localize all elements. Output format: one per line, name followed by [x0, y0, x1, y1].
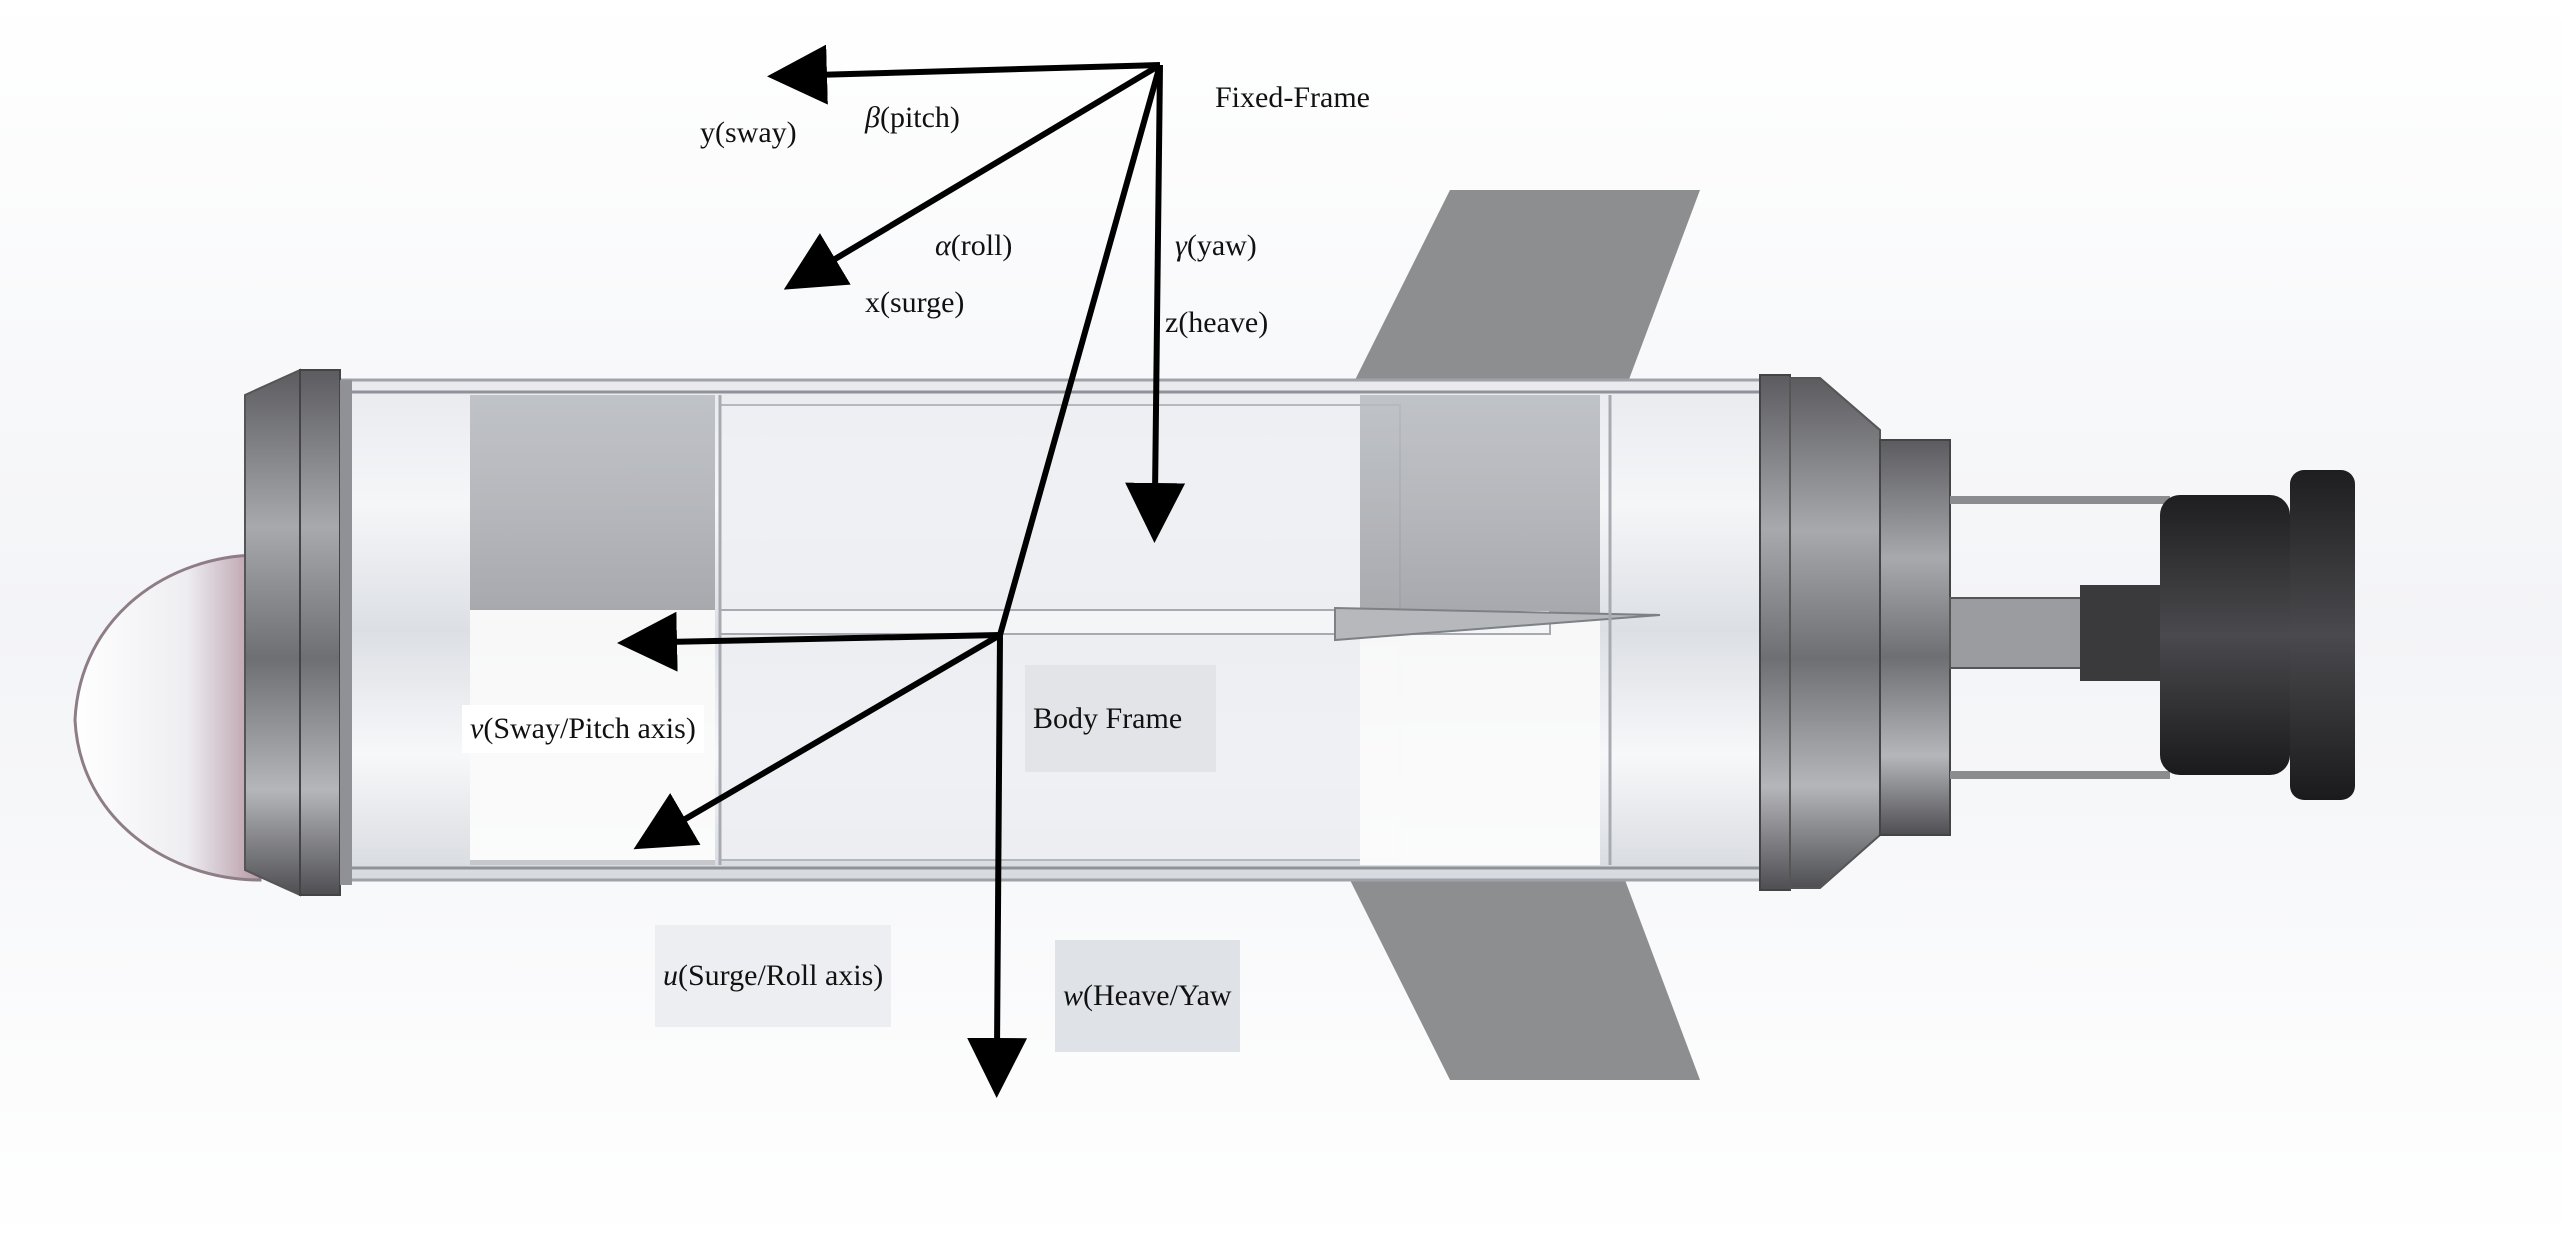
roll-symbol: α: [935, 229, 951, 262]
w-heave-arrow: [967, 634, 1028, 1098]
pitch-symbol: β: [865, 101, 880, 134]
yaw-text: (yaw): [1186, 229, 1257, 262]
v-sway-arrow: [617, 611, 1001, 672]
w-symbol: w: [1063, 979, 1084, 1012]
roll-label: α(roll): [935, 228, 1012, 264]
w-text: (Heave/Yaw: [1083, 979, 1232, 1012]
hull: [333, 378, 1787, 882]
x-surge-label: x(surge): [865, 286, 965, 319]
u-surge-label: u(Surge/Roll axis): [655, 925, 892, 1027]
y-sway-label: y(sway): [700, 116, 797, 149]
u-symbol: u: [663, 959, 678, 992]
v-sway-label: v(Sway/Pitch axis): [462, 705, 704, 753]
yaw-label: γ(yaw): [1175, 228, 1257, 264]
lower-fin: [1350, 880, 1700, 1080]
u-surge-arrow: [633, 632, 1002, 850]
z-heave-arrow: [1125, 64, 1186, 543]
rear-cap: [1759, 374, 1951, 891]
pitch-label: β(pitch): [865, 100, 960, 136]
pitch-text: (pitch): [879, 101, 960, 134]
v-symbol: v: [470, 712, 484, 745]
fixed-frame-title: Fixed-Frame: [1215, 81, 1370, 114]
roll-text: (roll): [950, 229, 1013, 262]
x-surge-arrow: [783, 62, 1162, 290]
body-frame-title: Body Frame: [1025, 665, 1216, 772]
front-cap: [73, 368, 352, 897]
v-text: (Sway/Pitch axis): [483, 712, 696, 745]
y-sway-arrow: [767, 44, 1161, 105]
dome: [73, 553, 262, 882]
w-heave-label: w(Heave/Yaw: [1055, 940, 1240, 1052]
thruster: [1949, 470, 2355, 800]
yaw-symbol: γ: [1175, 229, 1187, 262]
frame-link-line: [997, 64, 1163, 636]
z-heave-label: z(heave): [1165, 306, 1269, 339]
upper-fin: [1350, 190, 1700, 390]
body-frame-axes: [617, 611, 1028, 1098]
fixed-frame-axes: [767, 44, 1186, 636]
u-text: (Surge/Roll axis): [678, 959, 884, 992]
